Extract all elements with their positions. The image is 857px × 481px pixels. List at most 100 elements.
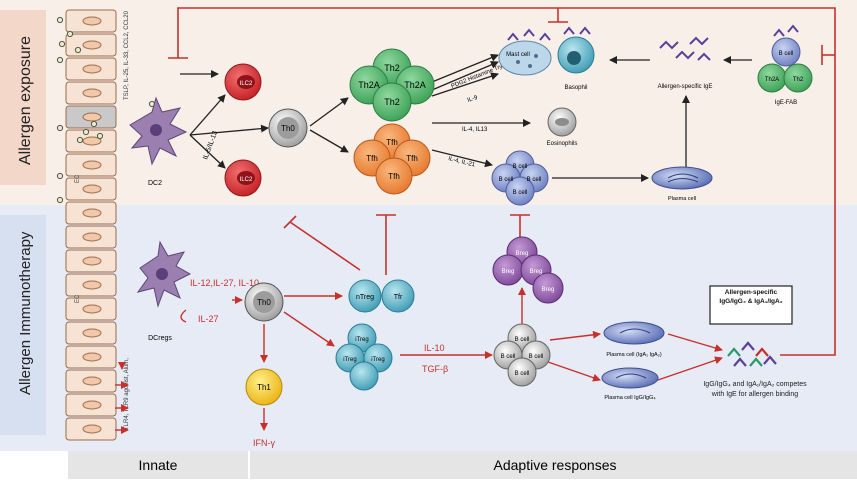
adaptive-footer [250, 451, 857, 479]
epithelial-nucleus [82, 424, 102, 434]
eosinophil: Eosinophils [547, 107, 578, 147]
allergen-ige-label: Allergen-specific IgE [658, 84, 713, 90]
ifn-label: IFN-γ [253, 438, 275, 448]
ntreg-label: nTreg [356, 294, 374, 301]
allergen-particle [74, 46, 82, 54]
plasma-cell-top: Plasma cell [651, 166, 713, 202]
igg-iga-antibody-mix [727, 341, 777, 367]
epithelial-nucleus [82, 328, 102, 338]
compete-text-wrap: IgG/IgG₄ and IgA₁/IgA₂ competes with IgE… [703, 381, 807, 398]
allergen-specific-box [709, 285, 793, 325]
breg-label-2: Breg [502, 269, 515, 275]
dc2-cell [129, 96, 188, 166]
epithelial-nucleus [82, 16, 102, 26]
b-cell-bottom-label-1: B cell [515, 337, 530, 343]
plasma-iga-label: Plasma cell (IgA₁ IgA₂) [606, 352, 662, 358]
plasma-igg-label: Plasma cell IgG/IgG₄ [604, 395, 656, 401]
ilc2-label-1: ILC2 [240, 81, 253, 87]
tfh-label-3: Tfh [406, 154, 418, 163]
itreg-label-1: iTreg [355, 337, 368, 343]
th2a-label-1: Th2A [358, 80, 380, 90]
ec-cytokines-label: TSLP, IL-25, IL-33, CCL2, CCL20 [124, 10, 130, 100]
th0-bottom-label: Th0 [257, 298, 271, 307]
tfh-label-2: Tfh [366, 154, 378, 163]
ige-fab-bcell-label: B cell [779, 51, 794, 57]
allergen-specific-box-text: Allergen-specific IgG/IgG₄ & IgA₁/IgA₂ [719, 289, 783, 305]
innate-label: Innate [139, 457, 178, 473]
tfh-label-1: Tfh [386, 138, 398, 147]
ec-label-top: EC [75, 174, 81, 183]
inhibition-lines [168, 7, 836, 356]
top-panel-label: Allergen exposure [17, 36, 34, 165]
ilc2-label-2: ILC2 [240, 177, 253, 183]
plasma-cell-iga: Plasma cell (IgA₁ IgA₂) [603, 321, 665, 358]
b-cell-bottom-label-4: B cell [515, 371, 530, 377]
epithelial-nucleus [82, 400, 102, 410]
epithelial-nucleus [82, 40, 102, 50]
allergen-particle [56, 16, 64, 24]
compete-text: IgG/IgG₄ and IgA₁/IgA₂ competes with IgE… [703, 381, 807, 398]
th2-label-2: Th2 [384, 97, 400, 107]
epithelial-cell-column [56, 9, 156, 441]
itreg-label-3: iTreg [371, 357, 384, 363]
red-arrows [115, 287, 723, 434]
innate-footer [68, 451, 248, 479]
tfr-label: Tfr [394, 294, 403, 301]
dcregs-cell [136, 240, 192, 308]
th2-label-1: Th2 [384, 63, 400, 73]
b-cell-cluster-top: B cell B cell B cell B cell [491, 150, 549, 206]
ilc2-top: ILC2 [224, 63, 262, 101]
allergen-particle [82, 128, 90, 136]
epithelial-nucleus [82, 280, 102, 290]
epithelial-nucleus [82, 352, 102, 362]
bottom-label-box [0, 215, 46, 435]
eosinophils-label: Eosinophils [547, 141, 578, 147]
epithelial-nucleus [82, 208, 102, 218]
top-panel [0, 0, 857, 205]
allergen-particle [56, 56, 64, 64]
th0-top: Th0 [268, 108, 308, 148]
ige-fab-th2a-label: Th2A [765, 77, 779, 83]
b-cell-bottom-label-3: B cell [529, 354, 544, 360]
th0-bottom: Th0 [244, 282, 284, 322]
b-cell-bottom-label-2: B cell [501, 354, 516, 360]
ntreg-tfr-pair: nTreg Tfr [348, 279, 415, 313]
epithelial-nucleus [82, 136, 102, 146]
th2a-label-2: Th2A [404, 80, 426, 90]
epithelial-nucleus [82, 304, 102, 314]
th1-label: Th1 [257, 383, 271, 392]
dcregs-label: DCregs [148, 335, 172, 342]
epithelial-nucleus [82, 112, 102, 122]
breg-label-1: Breg [516, 251, 529, 257]
mast-cell-label: Mast cell [506, 52, 530, 58]
ec-label-bottom: EC [75, 294, 81, 303]
th1-cell: Th1 [245, 368, 283, 406]
plasma-cell-igg: Plasma cell IgG/IgG₄ [601, 367, 659, 401]
tgfb-label: TGF-β [422, 364, 448, 374]
top-label-box [0, 10, 46, 185]
breg-cluster: Breg Breg Breg Breg [492, 236, 564, 304]
allergen-particle [90, 120, 98, 128]
b-cell-label-3: B cell [527, 177, 542, 183]
allergen-particle [96, 132, 104, 140]
breg-label-4: Breg [542, 287, 555, 293]
allergen-particle [66, 30, 74, 38]
epithelial-nucleus [82, 256, 102, 266]
b-cell-label-2: B cell [499, 177, 514, 183]
bottom-panel-label: Allergen Immunotherapy [17, 231, 34, 395]
ige-fab-label: IgE-FAB [775, 100, 797, 106]
plasma-cell-label: Plasma cell [668, 196, 696, 202]
bottom-panel [0, 205, 857, 451]
il27-label: IL-27 [198, 314, 219, 324]
il10-label: IL-10 [424, 343, 445, 353]
ige-antibodies [507, 26, 711, 61]
allergen-particle [56, 196, 64, 204]
dcregs-cytokines-label: IL-12,IL-27, IL-10 [190, 278, 259, 288]
th2-cluster: Th2 Th2A Th2A Th2 [349, 48, 435, 122]
epithelial-nucleus [82, 232, 102, 242]
allergen-specific-box-text-wrap: Allergen-specific IgG/IgG₄ & IgA₁/IgA₂ [719, 289, 783, 305]
b-cell-cluster-bottom: B cell B cell B cell B cell [493, 323, 551, 387]
ige-fab-cluster: B cell Th2A Th2 IgE-FAB [757, 24, 813, 106]
il9-label: IL-9 [467, 95, 479, 104]
